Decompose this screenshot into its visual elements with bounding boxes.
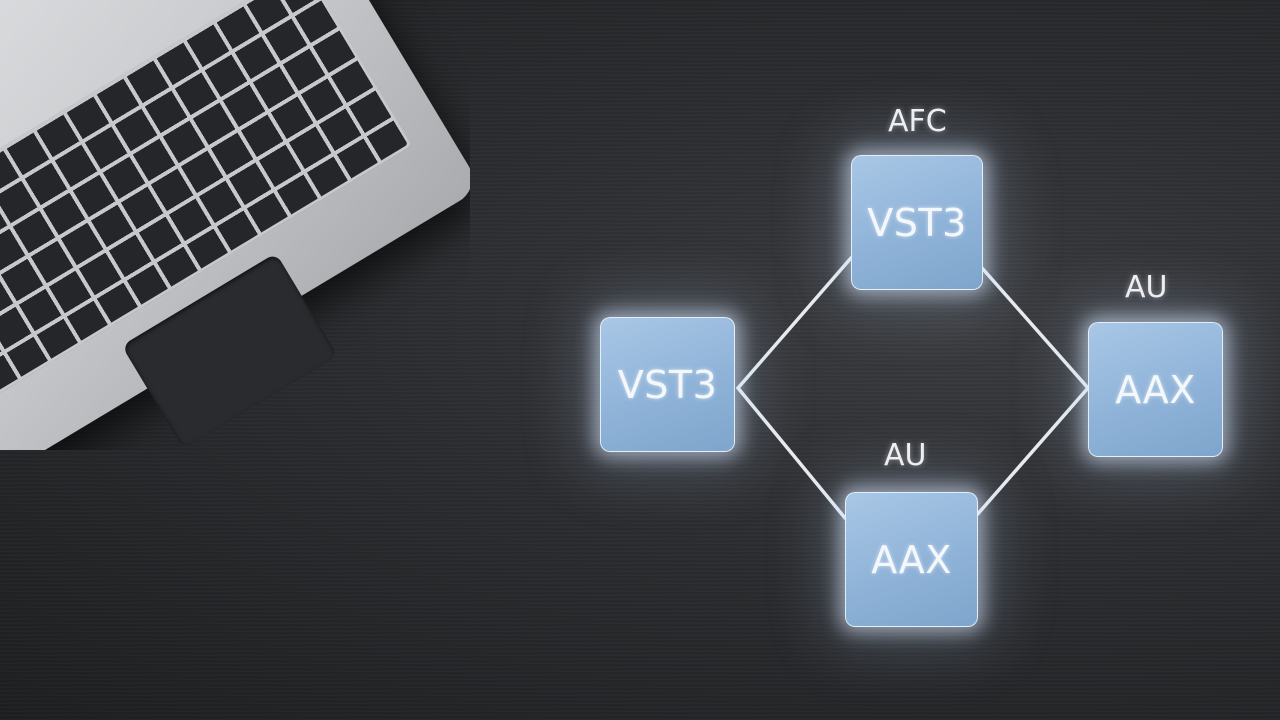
connector-left-bottom: [736, 386, 847, 520]
node-label: VST3: [617, 362, 718, 407]
node-aax-right: AAX: [1088, 322, 1223, 457]
node-label: VST3: [867, 200, 967, 245]
node-vst3-left: VST3: [600, 317, 735, 452]
node-label: AAX: [871, 537, 952, 582]
node-label: AAX: [1115, 367, 1196, 412]
top-node-caption: AFC: [888, 104, 947, 139]
connector-left-top: [736, 256, 853, 390]
node-aax-bottom: AAX: [845, 492, 978, 627]
right-node-caption: AU: [1125, 270, 1168, 305]
connector-bottom-right: [974, 386, 1090, 518]
node-vst3-top: VST3: [851, 155, 983, 290]
connector-top-right: [980, 266, 1090, 390]
bottom-node-caption: AU: [884, 438, 927, 473]
